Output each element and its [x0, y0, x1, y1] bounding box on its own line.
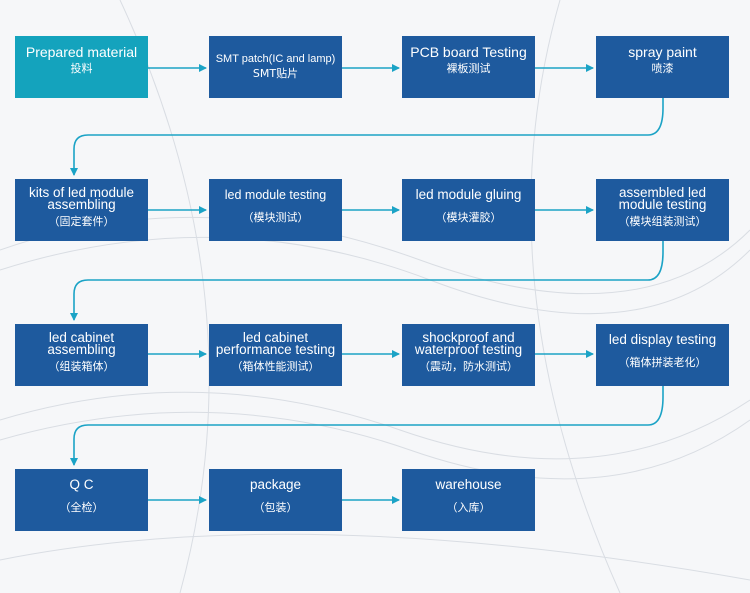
step-module-testing: led module testing （模块测试） [209, 179, 342, 241]
step-label: led display testing [608, 332, 717, 347]
step-label: Q C [69, 477, 94, 492]
step-label: led cabinet assembling [47, 330, 116, 357]
step-prepared-material: Prepared material 投料 [15, 36, 148, 98]
step-pcb-testing: PCB board Testing 裸板测试 [402, 36, 535, 98]
step-label-cn: 喷漆 [651, 62, 674, 75]
step-module-gluing: led module gluing （模块灌胶） [402, 179, 535, 241]
step-label-cn: （箱体拼装老化） [618, 356, 707, 369]
step-label-cn: （模块灌胶） [435, 211, 502, 224]
step-label-cn: SMT贴片 [252, 67, 299, 80]
step-package: package （包装） [209, 469, 342, 531]
step-label-cn: （固定套件） [48, 215, 115, 228]
step-label-cn: （组装箱体） [48, 360, 115, 373]
step-label: led cabinet performance testing [215, 330, 336, 357]
arrow-12-13 [70, 386, 664, 466]
step-label-cn: （震动，防水测试） [419, 360, 518, 373]
step-display-testing: led display testing （箱体拼装老化） [596, 324, 729, 386]
step-label-cn: （模块测试） [242, 211, 309, 224]
step-warehouse: warehouse （入库） [402, 469, 535, 531]
step-label: led module testing [224, 188, 327, 202]
step-qc: Q C （全检） [15, 469, 148, 531]
step-label-cn: 裸板测试 [446, 62, 491, 75]
step-label: PCB board Testing [410, 44, 527, 60]
step-label: spray paint [628, 44, 697, 60]
step-label-cn: （入库） [446, 501, 491, 514]
step-cabinet-performance-testing: led cabinet performance testing （箱体性能测试） [209, 324, 342, 386]
step-assembled-module-testing: assembled led module testing （模块组装测试） [596, 179, 729, 241]
step-label: package [249, 477, 302, 492]
step-label-cn: （箱体性能测试） [231, 360, 320, 373]
step-label-cn: （模块组装测试） [618, 215, 707, 228]
step-kits-assembling: kits of led module assembling （固定套件） [15, 179, 148, 241]
step-smt-patch: SMT patch(IC and lamp) SMT贴片 [209, 36, 342, 98]
step-label-cn: （全检） [59, 501, 104, 514]
arrow-8-9 [70, 241, 664, 321]
step-label-cn: 投料 [70, 62, 93, 75]
step-label: Prepared material [25, 44, 138, 60]
step-label: assembled led module testing [618, 185, 707, 212]
step-label: shockproof and waterproof testing [414, 330, 523, 357]
step-label: warehouse [435, 477, 502, 492]
step-spray-paint: spray paint 喷漆 [596, 36, 729, 98]
step-label: kits of led module assembling [28, 185, 135, 212]
step-label: led module gluing [415, 187, 522, 202]
step-label-cn: （包装） [253, 501, 298, 514]
step-label: SMT patch(IC and lamp) [215, 53, 336, 65]
step-shockproof-waterproof: shockproof and waterproof testing （震动，防水… [402, 324, 535, 386]
arrow-4-5 [70, 98, 664, 176]
step-cabinet-assembling: led cabinet assembling （组装箱体） [15, 324, 148, 386]
